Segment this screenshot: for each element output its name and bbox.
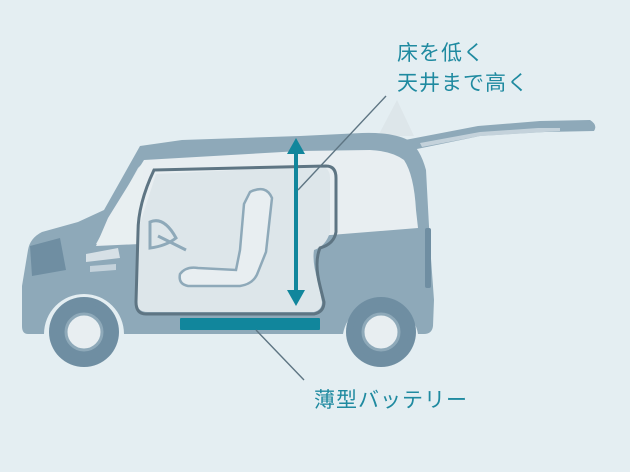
battery-callout-leader [255,329,305,381]
height-callout-leader [297,95,387,191]
thin-battery [180,318,320,330]
battery-callout-text: 薄型バッテリー [314,388,468,412]
rear-wheel [346,297,416,367]
front-windshield [96,162,144,244]
steering-column [157,234,187,252]
tailgate-glass-edge [420,128,560,147]
height-callout-line-1: 床を低く [397,41,485,65]
rear-lamp [425,228,431,288]
roof-spoiler [378,100,414,136]
open-tailgate [405,120,596,150]
height-callout-text: 床を低く 天井まで高く [397,38,529,98]
steering-wheel [148,219,178,250]
headlight [86,248,120,262]
headlight-lower [90,264,116,272]
cabin-height-arrow [287,138,305,306]
driver-seat [178,187,274,288]
cabin-frame-outline [134,164,338,316]
front-wheel [49,297,119,367]
front-grille [30,238,66,276]
height-callout-line-2: 天井まで高く [397,71,529,95]
